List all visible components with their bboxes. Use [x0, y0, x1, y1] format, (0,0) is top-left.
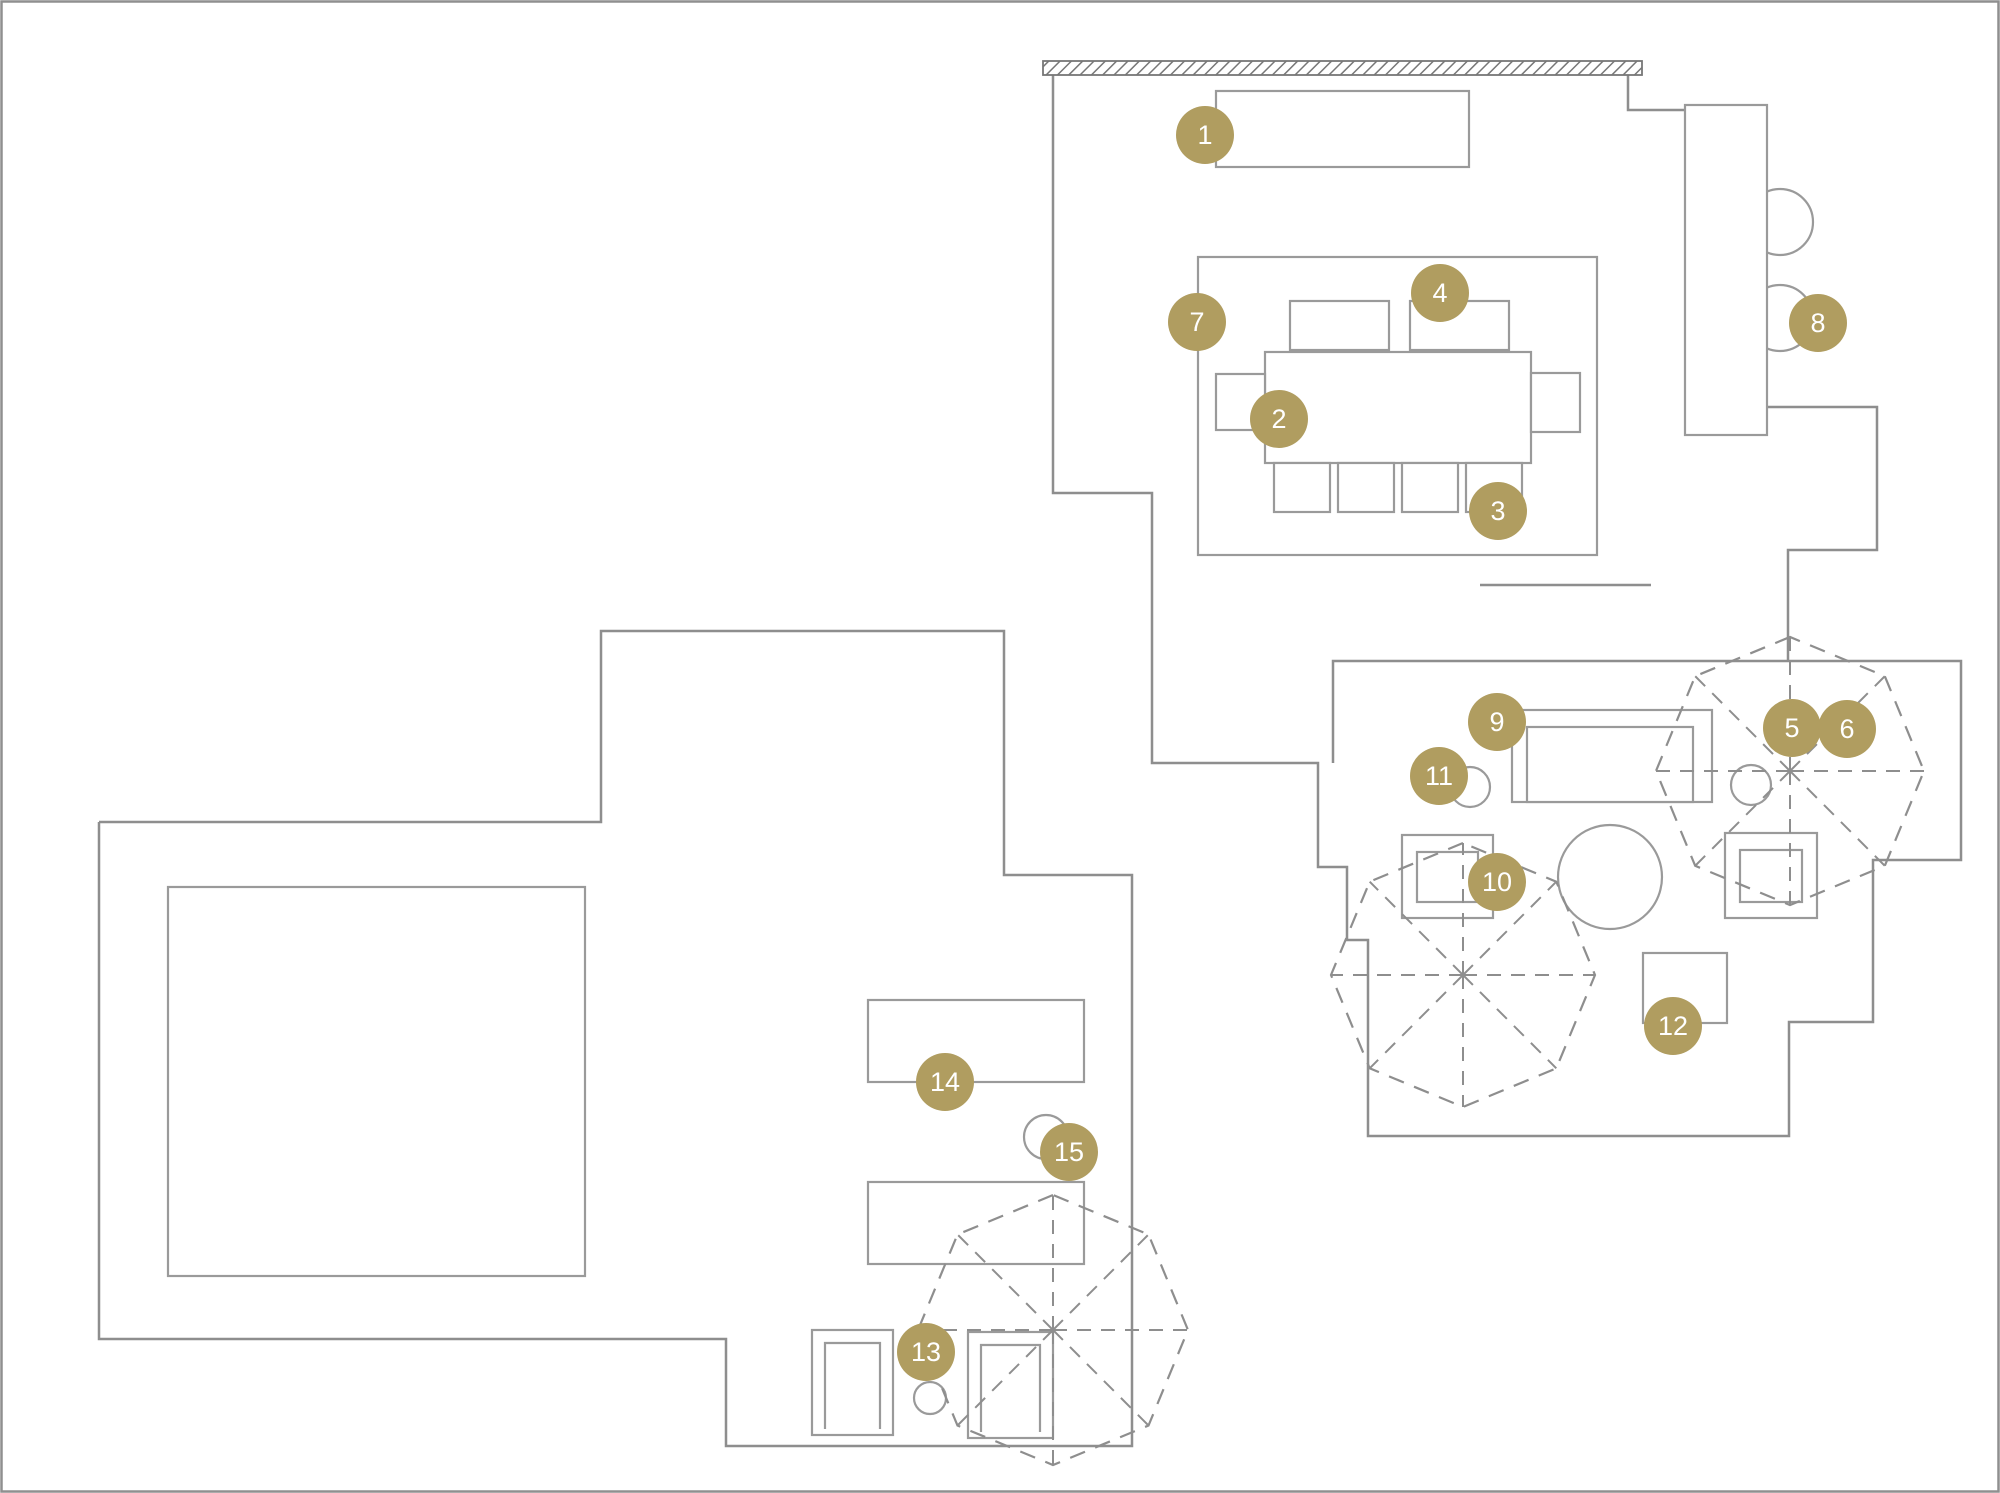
marker-13-badge[interactable] — [897, 1323, 955, 1381]
console-1 — [1214, 89, 1471, 169]
wall-upper-room-left — [1051, 75, 1963, 1138]
marker-7-badge[interactable] — [1168, 293, 1226, 351]
marker-7-label: 7 — [1189, 307, 1204, 337]
marker-6-label: 6 — [1839, 714, 1854, 744]
marker-12-label: 12 — [1658, 1011, 1688, 1041]
marker-5-label: 5 — [1784, 713, 1799, 743]
wall-upper-room-right-stub — [1626, 75, 1685, 112]
marker-12-badge[interactable] — [1644, 997, 1702, 1055]
marker-10[interactable]: 10 — [1468, 853, 1526, 911]
dining-chair-bottom-2 — [1336, 461, 1396, 514]
wall-pool-terrace-outline — [97, 629, 1134, 1448]
marker-4[interactable]: 4 — [1411, 264, 1469, 322]
umbrella-terrace-right — [1654, 635, 1926, 907]
marker-11[interactable]: 11 — [1410, 747, 1468, 805]
marker-4-badge[interactable] — [1411, 264, 1469, 322]
deck-chair-right — [966, 1330, 1055, 1440]
marker-6-badge[interactable] — [1818, 700, 1876, 758]
marker-8[interactable]: 8 — [1789, 294, 1847, 352]
dining-chair-bottom-3 — [1400, 461, 1460, 514]
marker-15-badge[interactable] — [1040, 1123, 1098, 1181]
deck-chair-left-inner — [823, 1341, 882, 1429]
deck-chair-right-inner — [979, 1343, 1042, 1432]
marker-9[interactable]: 9 — [1468, 693, 1526, 751]
marker-9-label: 9 — [1489, 707, 1504, 737]
marker-2[interactable]: 2 — [1250, 390, 1308, 448]
umbrella-terrace-left-rib-1 — [1368, 880, 1464, 976]
umbrella-terrace-left-rib-5 — [1462, 974, 1558, 1070]
marker-11-label: 11 — [1425, 761, 1453, 791]
marker-2-label: 2 — [1271, 404, 1286, 434]
dining-chair-bottom-1 — [1272, 461, 1332, 514]
terrace-chair-inner — [1738, 848, 1804, 904]
umbrella-terrace-left-rib-7 — [1462, 880, 1558, 976]
marker-13-label: 13 — [911, 1337, 941, 1367]
dining-chair-right — [1529, 371, 1582, 434]
umbrella-pool-deck — [916, 1193, 1190, 1467]
marker-3[interactable]: 3 — [1469, 482, 1527, 540]
marker-14-badge[interactable] — [916, 1053, 974, 1111]
pool — [166, 885, 587, 1278]
lounger-14 — [866, 998, 1086, 1084]
marker-3-label: 3 — [1490, 496, 1505, 526]
round-table — [1556, 823, 1664, 931]
marker-15-label: 15 — [1054, 1137, 1084, 1167]
marker-6[interactable]: 6 — [1818, 700, 1876, 758]
umbrella-terrace-left — [1329, 841, 1597, 1109]
marker-13[interactable]: 13 — [897, 1323, 955, 1381]
umbrella-terrace-left-rib-3 — [1368, 974, 1464, 1070]
marker-14[interactable]: 14 — [916, 1053, 974, 1111]
dining-chair-top-left — [1288, 299, 1391, 352]
marker-15[interactable]: 15 — [1040, 1123, 1098, 1181]
marker-11-badge[interactable] — [1410, 747, 1468, 805]
marker-1[interactable]: 1 — [1176, 106, 1234, 164]
wall-bar-to-terrace — [1767, 405, 1879, 661]
marker-8-label: 8 — [1810, 308, 1825, 338]
marker-10-badge[interactable] — [1468, 853, 1526, 911]
lounger-15 — [866, 1180, 1086, 1266]
marker-14-label: 14 — [930, 1067, 960, 1097]
deck-side-table — [912, 1380, 948, 1416]
marker-3-badge[interactable] — [1469, 482, 1527, 540]
marker-8-badge[interactable] — [1789, 294, 1847, 352]
bar-counter — [1683, 103, 1769, 437]
marker-2-badge[interactable] — [1250, 390, 1308, 448]
marker-10-label: 10 — [1482, 867, 1512, 897]
marker-9-badge[interactable] — [1468, 693, 1526, 751]
marker-5[interactable]: 5 — [1763, 699, 1821, 757]
marker-1-badge[interactable] — [1176, 106, 1234, 164]
marker-7[interactable]: 7 — [1168, 293, 1226, 351]
marker-1-label: 1 — [1197, 120, 1212, 150]
marker-4-label: 4 — [1432, 278, 1447, 308]
marker-12[interactable]: 12 — [1644, 997, 1702, 1055]
ottoman — [1729, 763, 1773, 807]
hatched-wall — [1042, 60, 1643, 76]
dining-table — [1263, 350, 1533, 465]
umbrella-pool-deck-rib-5 — [1052, 1329, 1150, 1427]
marker-5-badge[interactable] — [1763, 699, 1821, 757]
umbrella-pool-deck-canopy — [916, 1193, 1190, 1467]
sofa-inner — [1525, 725, 1695, 804]
